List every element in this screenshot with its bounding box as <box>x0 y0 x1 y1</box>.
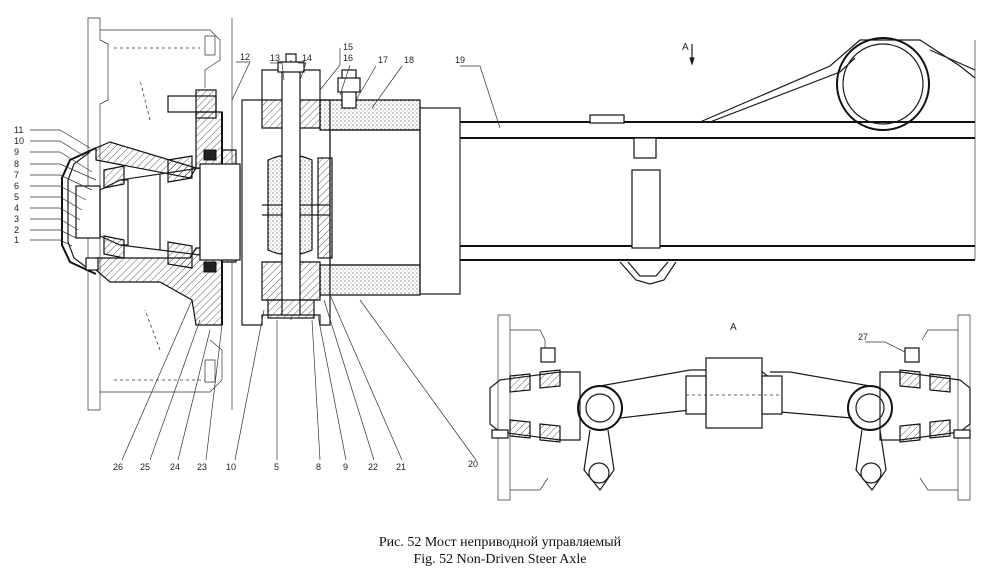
callout-leaders <box>30 48 906 461</box>
callout-13: 13 <box>270 53 280 63</box>
caption-russian: Рис. 52 Мост неприводной управляемый <box>378 535 622 550</box>
callout-1: 1 <box>14 235 19 245</box>
view-a: A <box>489 314 971 501</box>
callout-5-bottom: 5 <box>274 462 279 472</box>
callout-22: 22 <box>368 462 378 472</box>
callout-10: 10 <box>14 136 24 146</box>
callout-view-a: 27 <box>858 332 868 342</box>
callout-8-bottom: 8 <box>316 462 321 472</box>
callout-7: 7 <box>14 170 19 180</box>
hub-cap <box>61 147 101 275</box>
callout-top: 12 13 14 15 16 17 18 19 <box>240 42 465 65</box>
callout-17: 17 <box>378 55 388 65</box>
section-arrow: A <box>682 42 695 66</box>
callout-5: 5 <box>14 192 19 202</box>
figure-caption: Рис. 52 Мост неприводной управляемый Fig… <box>0 534 1000 568</box>
callout-3: 3 <box>14 214 19 224</box>
callout-19: 19 <box>455 55 465 65</box>
callout-6: 6 <box>14 181 19 191</box>
callout-25: 25 <box>140 462 150 472</box>
callout-10-bottom: 10 <box>226 462 236 472</box>
section-arrow-label: A <box>682 42 689 53</box>
callout-24: 24 <box>170 462 180 472</box>
callout-21: 21 <box>396 462 406 472</box>
callout-9: 9 <box>14 147 19 157</box>
callout-12: 12 <box>240 52 250 62</box>
view-a-title: A <box>730 322 737 333</box>
callout-2: 2 <box>14 225 19 235</box>
seals <box>203 149 217 273</box>
callout-11: 11 <box>14 125 23 135</box>
callout-4: 4 <box>14 203 19 213</box>
callout-18: 18 <box>404 55 414 65</box>
callout-15: 15 <box>343 42 353 52</box>
callout-9-bottom: 9 <box>343 462 348 472</box>
callout-8: 8 <box>14 159 19 169</box>
callout-left-stack: 11 10 9 8 7 6 5 4 3 2 1 <box>14 125 24 245</box>
axle-beam-end <box>317 69 421 296</box>
axle-beam <box>419 107 975 295</box>
inner-bearing <box>167 155 193 269</box>
callout-16: 16 <box>343 53 353 63</box>
callout-27: 27 <box>858 332 868 342</box>
caption-english: Fig. 52 Non-Driven Steer Axle <box>413 552 587 567</box>
spring-seat <box>699 37 976 260</box>
callout-23: 23 <box>197 462 207 472</box>
callout-14: 14 <box>302 53 312 63</box>
callout-20: 20 <box>468 459 478 469</box>
callout-26: 26 <box>113 462 123 472</box>
callout-bottom: 26 25 24 23 10 5 8 9 22 21 20 <box>113 459 478 472</box>
king-pin <box>267 53 315 319</box>
main-section-view: A <box>61 17 976 411</box>
outer-bearing <box>103 165 125 259</box>
